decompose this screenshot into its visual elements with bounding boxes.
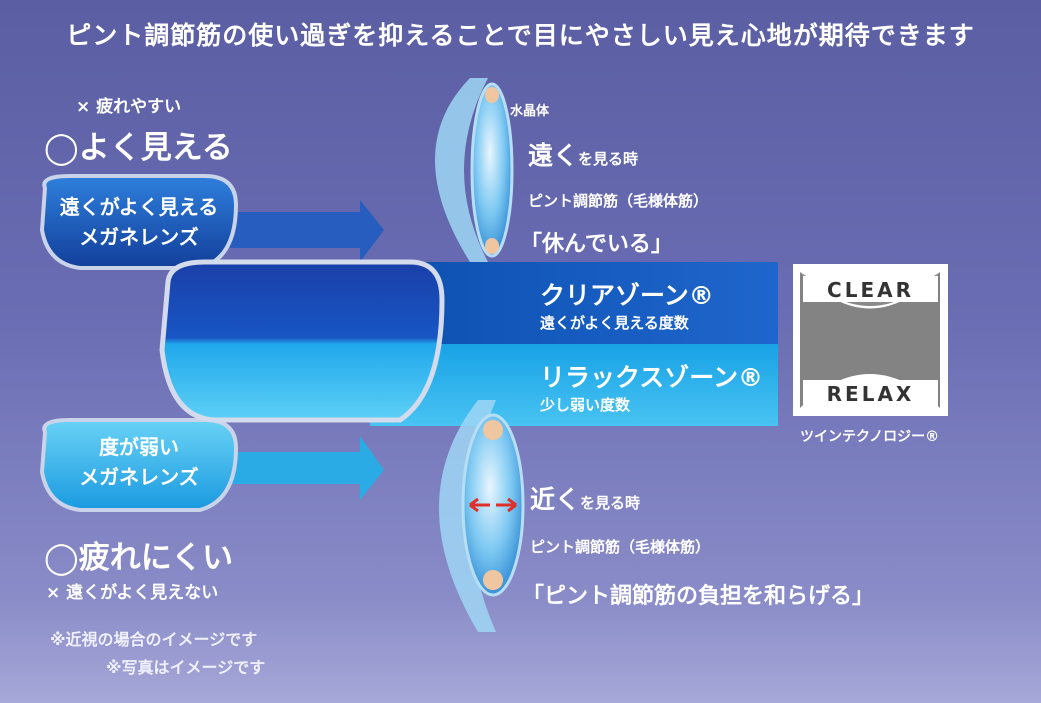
logo-caption: ツインテクノロジー® [800,429,940,445]
top-lens-arrow [230,200,384,262]
relax-arrow-right [496,497,517,513]
bottom-lens-line2: メガネレンズ [79,465,199,489]
bottom-lens-shape [39,418,239,512]
near-eye-title: 近くを見る時 [530,480,640,516]
bottom-lens-label: 度が弱い メガネレンズ [42,432,236,492]
near-eye-muscle: ピント調節筋（毛様体筋） [530,538,711,556]
logo-relax-text: RELAX [826,382,915,406]
note-photo: ※写真はイメージです [106,658,266,677]
relax-zone-sub: 少し弱い度数 [540,396,631,414]
clear-zone-title: クリアゾーン® [540,281,714,310]
top-lens-shape [39,174,239,270]
page-title: ピント調節筋の使い過ぎを抑えることで目にやさしい見え心地が期待できます [66,21,975,50]
top-lens-label: 遠くがよく見える メガネレンズ [42,192,236,252]
top-lens-line1: 遠くがよく見える [59,195,219,219]
top-lens-positive: ◯よく見える [44,130,233,166]
clear-relax-logo [793,264,948,416]
bottom-lens-arrow [230,436,384,500]
relax-zone-title: リラックスゾーン® [540,363,764,392]
bottom-lens-negative: × 遠くがよく見えない [46,583,219,603]
logo-clear-text: CLEAR [827,278,914,302]
relax-arrow-left [469,497,490,513]
far-eye-state: 「休んでいる」 [520,232,673,257]
near-eye-diagram [439,400,525,632]
bottom-lens-positive: ◯疲れにくい [44,540,234,576]
far-eye-title-small: を見る時 [578,150,639,168]
crystalline-lens-label: 水晶体 [510,104,550,119]
far-eye-title: 遠くを見る時 [528,136,638,172]
bottom-lens-line1: 度が弱い [99,435,179,459]
near-eye-title-big: 近く [530,485,581,514]
far-eye-diagram [435,78,514,262]
top-lens-negative: × 疲れやすい [76,97,182,117]
near-eye-state: 「ピント調節筋の負担を和らげる」 [522,584,875,609]
far-eye-title-big: 遠く [528,141,579,170]
logo-text-box: CLEAR RELAX [793,264,948,416]
top-lens-line2: メガネレンズ [79,225,199,249]
far-eye-muscle: ピント調節筋（毛様体筋） [528,192,709,210]
clear-zone-sub: 遠くがよく見える度数 [540,314,689,332]
note-myopia: ※近視の場合のイメージです [50,630,258,649]
near-eye-title-small: を見る時 [580,494,641,512]
main-lens-shape [159,259,445,423]
